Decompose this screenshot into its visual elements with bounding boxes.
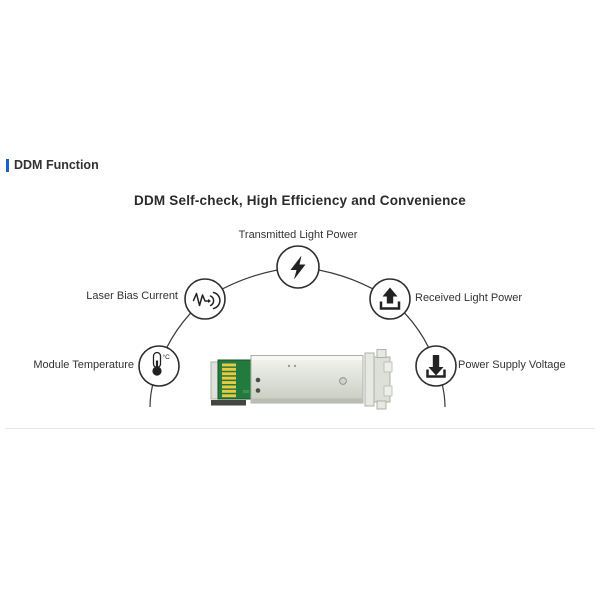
upload-arrow-icon [379,287,401,310]
module-bottom-edge [252,398,362,402]
latch-hole [339,377,347,385]
label-power-supply-voltage: Power Supply Voltage [458,359,566,371]
diagram-title: DDM Self-check, High Efficiency and Conv… [134,193,466,208]
label-received-light-power: Received Light Power [415,292,523,304]
body-dot [293,364,297,368]
module-top-highlight [252,356,362,360]
screw-dot [255,388,261,393]
label-module-temperature: Module Temperature [33,359,134,371]
lightning-bolt-icon [290,255,306,280]
thermometer-icon: °C [152,351,171,376]
screw-dot [255,377,261,383]
pcb-mark [243,390,249,393]
bail-latch [364,349,393,410]
gold-fingers [222,363,236,398]
body-dot [287,364,291,368]
section-title: DDM Function [14,158,99,172]
waveform-signal-icon [192,291,221,310]
module-shadow [211,400,246,406]
download-arrow-icon [426,355,446,378]
node-circle-laser-bias [184,278,226,320]
accent-bar [6,158,9,172]
section-divider [5,428,595,429]
section-header: DDM Function [6,158,99,172]
temperature-unit: °C [163,353,171,361]
label-transmitted-light-power: Transmitted Light Power [238,229,358,241]
sfp-transceiver-image [210,349,393,410]
label-laser-bias-current: Laser Bias Current [86,290,178,302]
